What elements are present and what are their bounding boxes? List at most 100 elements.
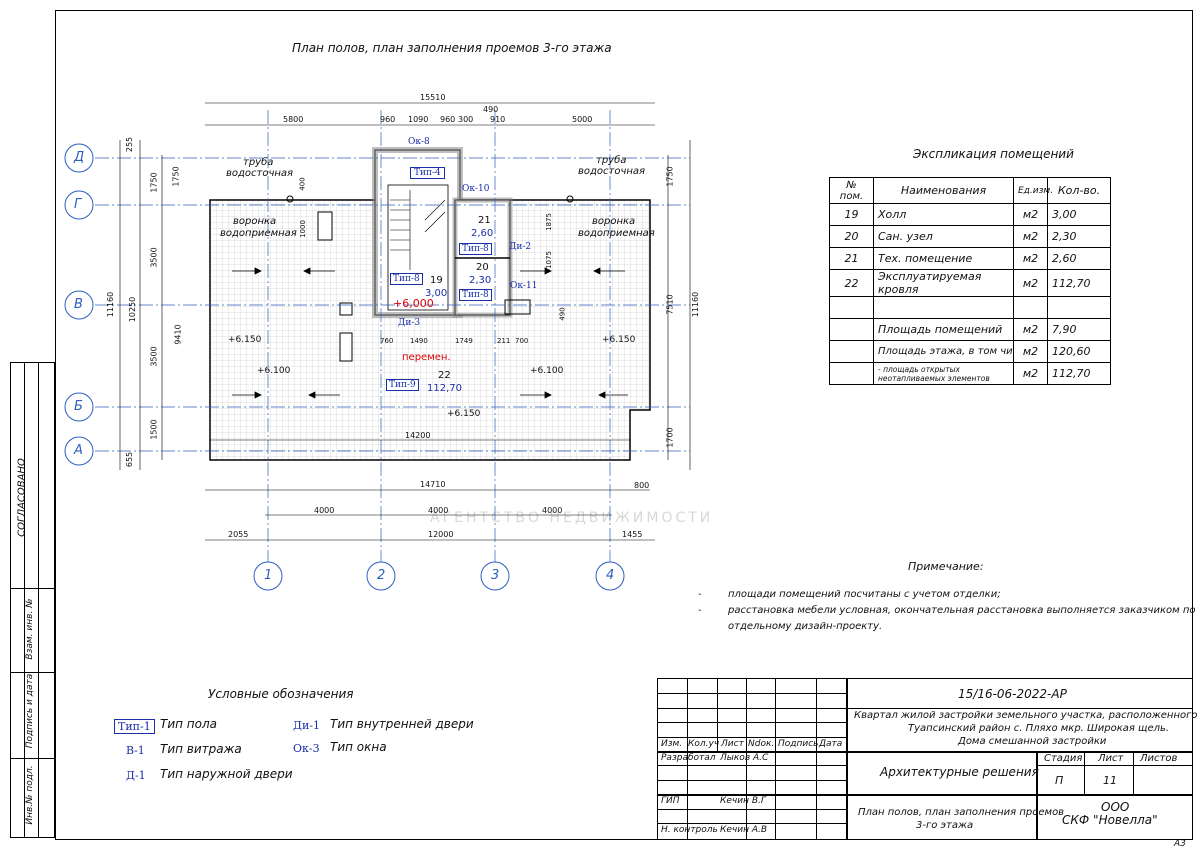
small-dim-1749: 1749 (455, 337, 473, 345)
level-6150-bottom: +6.150 (447, 409, 481, 419)
tb-org1: ООО (1101, 800, 1130, 814)
tb-drawing-name2: 3-го этажа (916, 820, 974, 831)
tb-col-podpis: Подпись (778, 739, 819, 749)
tb-role-gip: ГИП (661, 796, 680, 806)
expl-cell (1047, 296, 1111, 319)
expl-cell: м2 (1013, 269, 1048, 297)
room-19-area: 3,00 (425, 288, 448, 299)
level-6150-right: +6.150 (602, 335, 636, 345)
dim-left-d5: 1500 (149, 419, 159, 440)
dim-left-mid: 10250 (128, 296, 138, 323)
legend-text-di1: Тип внутренней двери (330, 717, 474, 731)
side-stamp: СОГЛАСОВАНО Взам. инв. № Подпись и дата … (10, 362, 55, 838)
level-6000: +6,000 (393, 297, 434, 310)
dim-left-i: 9410 (173, 324, 183, 345)
dim-left-d4: 3500 (149, 346, 159, 367)
axis-label-a: А (74, 443, 83, 458)
level-6100-right: +6.100 (530, 366, 564, 376)
vzam-inv-label: Взам. инв. № (25, 598, 35, 660)
legend-title: Условные обозначения (208, 687, 354, 701)
notes-title: Примечание: (908, 560, 984, 573)
dim-bottom-a: 4000 (314, 506, 335, 515)
vodostochnaya-left: водосточная (226, 168, 294, 179)
dim-top-d6: 910 (490, 115, 506, 124)
explication-row: - площадь открытых неотапливаемых элемен… (829, 362, 1111, 385)
note-dash-1: - (698, 589, 702, 600)
note-3: отдельному дизайн-проекту. (728, 621, 883, 632)
axis-label-d: Д (74, 150, 85, 165)
legend-tag-v1: В-1 (126, 744, 145, 757)
expl-cell: 22 (829, 269, 874, 297)
legend-tag-ok3: Ок-3 (293, 742, 320, 755)
tb-col-list: Лист (721, 739, 744, 749)
legend-text-ok3: Тип окна (330, 740, 387, 754)
expl-cell: Тех. помещение (873, 247, 1014, 270)
watermark: АГЕНТСТВО НЕДВИЖИМОСТИ (430, 510, 714, 526)
tb-org2: СКФ "Новелла" (1062, 813, 1158, 827)
room-19-num: 19 (430, 275, 443, 286)
expl-header-num: № пом. (829, 177, 874, 204)
dimension-lines (119, 102, 691, 541)
expl-cell: - площадь открытых неотапливаемых элемен… (873, 362, 1014, 385)
room-22-area: 112,70 (427, 383, 462, 394)
legend-text-v1: Тип витража (160, 742, 242, 756)
tb-role-razrabotal: Разработал (661, 753, 716, 763)
expl-cell (829, 340, 874, 363)
level-6150-left: +6.150 (228, 335, 262, 345)
tb-code: 15/16-06-2022-АР (958, 687, 1067, 701)
legend-text-d1: Тип наружной двери (160, 767, 293, 781)
tag-tip4: Тип-4 (410, 167, 445, 179)
inv-podl-label: Инв.№ подл. (25, 765, 35, 825)
level-6100-left: +6.100 (257, 366, 291, 376)
axis-label-2: 2 (377, 568, 386, 583)
legend-tag-di1: Ди-1 (293, 719, 320, 732)
dim-top-total: 15510 (420, 93, 446, 102)
tb-stage: П (1055, 774, 1064, 787)
dim-top-right: 5000 (572, 115, 593, 124)
tag-ok11: Ок-11 (510, 281, 538, 291)
dim-left-d6: 655 (125, 451, 135, 468)
tb-name-gip: Кечин В.Г (720, 796, 766, 806)
tb-list-header: Лист (1098, 753, 1124, 764)
dim-left-d2: 1750 (149, 172, 159, 193)
axis-label-4: 4 (606, 568, 615, 583)
shafts (317, 211, 353, 362)
axis-lines (95, 110, 690, 565)
small-dim-1000: 1000 (298, 220, 307, 238)
expl-cell: 120,60 (1047, 340, 1111, 363)
axis-label-b: Б (74, 399, 83, 414)
tb-address1: Квартал жилой застройки земельного участ… (854, 710, 1200, 721)
dim-bottom-r: 1455 (622, 530, 643, 539)
dim-left-d3: 3500 (149, 247, 159, 268)
voronka-right: воронка (592, 216, 636, 227)
tb-sheet-no: 11 (1103, 774, 1117, 787)
expl-cell: м2 (1013, 362, 1048, 385)
voronka-left: воронка (233, 216, 277, 227)
dim-bottom-l: 2055 (228, 530, 249, 539)
expl-cell: 19 (829, 203, 874, 226)
slope-arrows (232, 267, 628, 399)
room-21-area: 2,60 (471, 228, 494, 239)
dim-bottom-b: 4000 (428, 506, 449, 515)
dim-left-d2b: 1750 (171, 166, 181, 187)
vodopriemnaya-left: водоприемная (220, 228, 297, 239)
stair-core (372, 147, 531, 318)
podpis-data-label: Подпись и дата (25, 673, 35, 749)
expl-cell (1013, 296, 1048, 319)
expl-cell: Сан. узел (873, 225, 1014, 248)
truba-left: труба (243, 157, 274, 168)
tb-name-razrabotal: Лыков А.С (720, 753, 769, 763)
truba-right: труба (596, 155, 627, 166)
dim-top-d5: 490 (483, 105, 499, 114)
small-dim-490: 490 (558, 307, 567, 321)
drain-points (286, 195, 574, 203)
note-1: площади помещений посчитаны с учетом отд… (728, 589, 1001, 600)
legend-tag-d1: Д-1 (126, 769, 146, 782)
expl-header-name: Наименования (873, 177, 1014, 204)
expl-cell: м2 (1013, 225, 1048, 248)
dim-right-a: 1750 (665, 166, 675, 187)
expl-cell: 3,00 (1047, 203, 1111, 226)
